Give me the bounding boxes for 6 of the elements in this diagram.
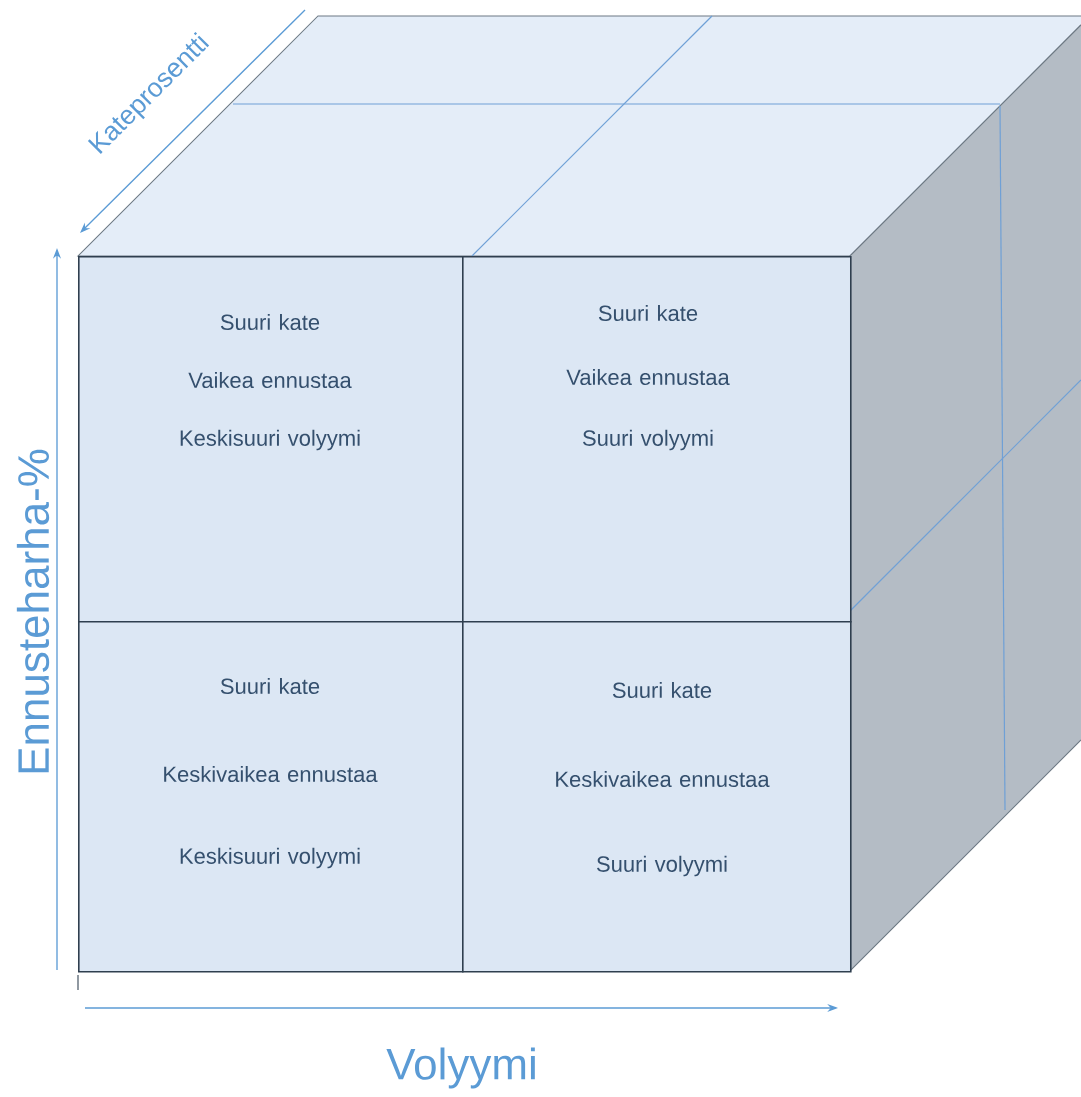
- quadrant-cell: Suuri kate Keskivaikea ennustaa Suuri volyymi: [462, 621, 852, 973]
- quadrant-cell: Suuri kate Vaikea ennustaa Suuri volyymi: [462, 256, 852, 623]
- axis-label: Ennusteharha-%: [16, 449, 50, 773]
- quadrant-cell: Suuri kate Vaikea ennustaa Keskisuuri volyymi: [78, 256, 464, 623]
- quadrant-cell: Suuri kate Keskivaikea ennustaa Keskisuuri volyymi: [78, 621, 464, 973]
- axis-label: Volyymi: [386, 1047, 535, 1089]
